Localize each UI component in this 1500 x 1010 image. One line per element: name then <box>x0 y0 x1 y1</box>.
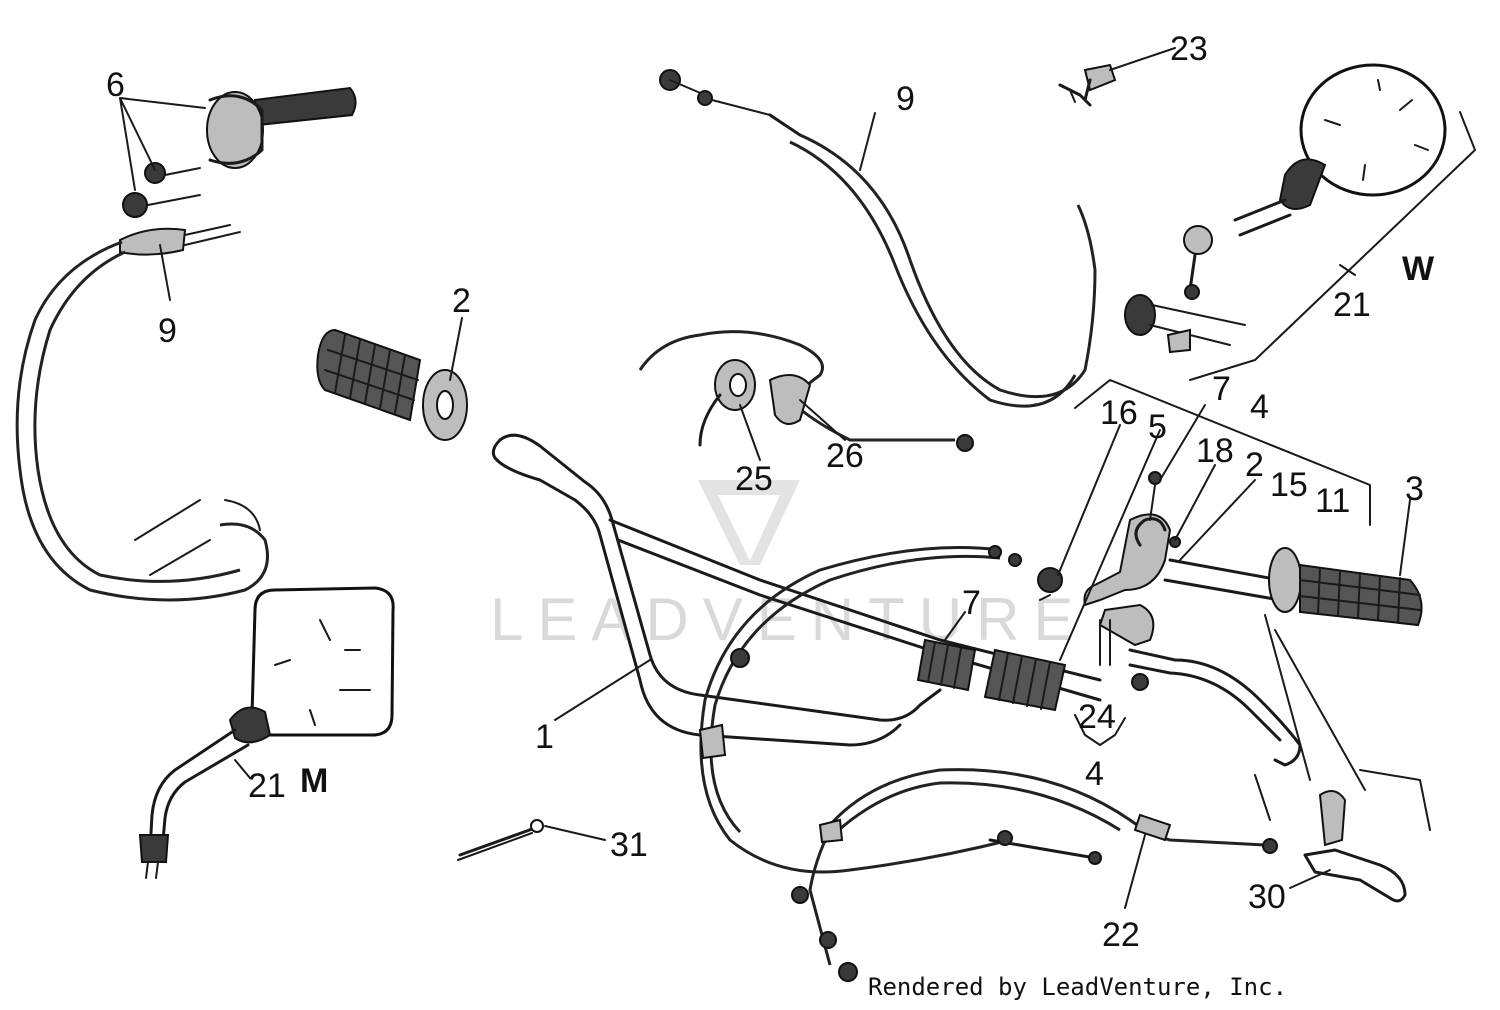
label-7-top: 7 <box>1212 370 1231 408</box>
clutch-perch-assembly[interactable] <box>1037 471 1302 767</box>
label-2-left: 2 <box>452 282 471 320</box>
watermark-logo <box>698 480 800 565</box>
kill-switch-harness[interactable] <box>638 330 974 452</box>
label-31: 31 <box>610 826 648 864</box>
credit-text: Rendered by LeadVenture, Inc. <box>868 973 1287 1001</box>
label-1: 1 <box>535 718 554 756</box>
grip-pair-24[interactable] <box>916 638 1067 712</box>
bracket-23[interactable] <box>1058 63 1117 107</box>
label-5: 5 <box>1148 408 1167 446</box>
clutch-cable-center[interactable] <box>659 69 1097 408</box>
left-grip[interactable] <box>316 328 468 441</box>
pin-31[interactable] <box>457 819 544 861</box>
label-30: 30 <box>1248 878 1286 916</box>
throttle-cable-22[interactable] <box>791 768 1278 982</box>
label-4-bottom: 4 <box>1085 755 1104 793</box>
label-26: 26 <box>826 437 864 475</box>
label-21-w: 21 <box>1333 286 1371 324</box>
label-24: 24 <box>1078 698 1116 736</box>
label-16: 16 <box>1100 394 1138 432</box>
label-9-center: 9 <box>896 80 915 118</box>
label-2-right: 2 <box>1245 446 1264 484</box>
label-4-top: 4 <box>1250 388 1269 426</box>
label-18: 18 <box>1196 432 1234 470</box>
label-7-mid: 7 <box>962 584 981 622</box>
grouping-lines <box>1074 111 1476 831</box>
label-21-m: 21 <box>248 767 286 805</box>
label-6: 6 <box>106 66 125 104</box>
callout-labels: 1 2 2 3 4 4 5 6 7 7 9 9 11 15 16 18 21 2… <box>106 30 1435 954</box>
label-9-left: 9 <box>158 312 177 350</box>
front-brake-cable[interactable] <box>698 545 1022 874</box>
label-m: M <box>300 762 328 800</box>
brake-lever-30[interactable] <box>1303 790 1407 903</box>
label-3: 3 <box>1405 470 1424 508</box>
label-11: 11 <box>1315 482 1350 520</box>
watermark: LEADVENTURE <box>490 480 1087 653</box>
watermark-text: LEADVENTURE <box>490 586 1087 653</box>
label-15: 15 <box>1270 466 1308 504</box>
right-grip[interactable] <box>1268 547 1423 627</box>
right-mirror-w[interactable] <box>1124 63 1447 354</box>
leader-lines <box>119 47 1411 909</box>
label-w: W <box>1402 250 1435 288</box>
label-25: 25 <box>735 460 773 498</box>
throttle-assembly[interactable] <box>15 86 357 602</box>
left-mirror-m[interactable] <box>138 586 395 879</box>
label-22: 22 <box>1102 916 1140 954</box>
label-23: 23 <box>1170 30 1208 68</box>
